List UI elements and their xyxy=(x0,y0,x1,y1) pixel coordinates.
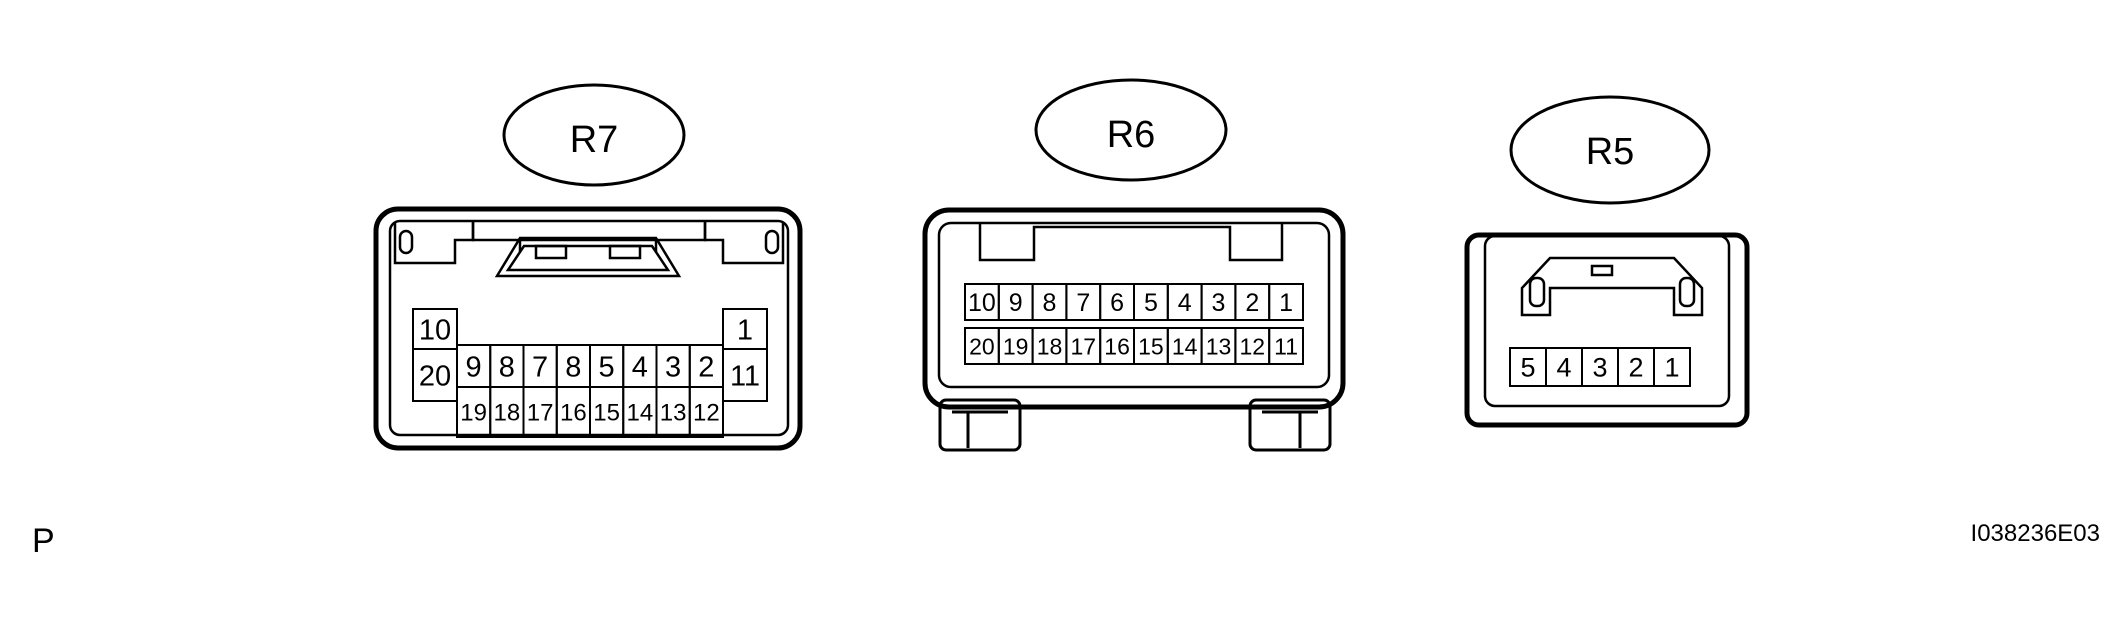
r7-label-ellipse xyxy=(502,83,686,187)
pin-number: 7 xyxy=(532,351,548,383)
r5-latch xyxy=(1520,256,1704,317)
r6-housing-outer xyxy=(922,207,1346,410)
pin-number: 20 xyxy=(969,333,995,359)
pin-number: 1 xyxy=(1664,353,1679,383)
pin-number: 8 xyxy=(1043,289,1057,317)
cavity-divider xyxy=(456,309,724,345)
pin-number: 1 xyxy=(1279,289,1293,317)
r6-housing-inner xyxy=(937,221,1331,389)
r6-top-keyway xyxy=(978,223,1284,262)
pin-cavity xyxy=(1268,283,1304,321)
pin-number: 13 xyxy=(660,400,687,427)
r7-latch xyxy=(393,222,785,278)
pin-number: 4 xyxy=(1178,289,1192,317)
pin-number: 18 xyxy=(494,400,521,427)
pin-number: 15 xyxy=(1138,333,1164,359)
pin-number: 15 xyxy=(593,400,620,427)
figure-code: I038236E03 xyxy=(1971,520,2100,547)
pin-number: 11 xyxy=(1274,333,1298,359)
pin-cavity xyxy=(1653,347,1691,387)
pin-number: 3 xyxy=(1212,289,1226,317)
r6-label-ellipse xyxy=(1034,78,1228,182)
pin-number: 10 xyxy=(968,289,996,317)
pin-number: 1 xyxy=(737,314,753,346)
pin-number: 17 xyxy=(527,400,554,427)
pin-number: 6 xyxy=(1110,289,1124,317)
pin-cavity xyxy=(722,348,768,402)
pin-number: 9 xyxy=(1009,289,1023,317)
pin-number: 17 xyxy=(1071,333,1097,359)
pin-number: 8 xyxy=(499,351,515,383)
pin-number: 19 xyxy=(460,400,487,427)
pin-number: 11 xyxy=(730,360,760,392)
r5-housing-inner xyxy=(1483,234,1731,408)
r5-label-ellipse xyxy=(1509,95,1711,205)
pin-number: 19 xyxy=(1003,333,1029,359)
r5-label: R5 xyxy=(1586,131,1635,173)
pin-number: 14 xyxy=(627,400,654,427)
pin-number: 2 xyxy=(1245,289,1259,317)
r5-housing-outer xyxy=(1464,232,1750,428)
r6-label: R6 xyxy=(1107,114,1156,156)
pin-number: 2 xyxy=(698,351,714,383)
pin-number: 7 xyxy=(1076,289,1090,317)
r7-housing-outer xyxy=(373,206,803,451)
pin-number: 13 xyxy=(1206,333,1232,359)
pin-number: 4 xyxy=(1556,353,1571,383)
pin-cavity xyxy=(688,386,724,438)
r6-mount-feet xyxy=(938,398,1332,452)
pin-number: 16 xyxy=(1104,333,1130,359)
pin-number: 20 xyxy=(419,360,451,392)
pin-number: 5 xyxy=(1520,353,1535,383)
pin-number: 5 xyxy=(1144,289,1158,317)
pin-number: 4 xyxy=(632,351,648,383)
pin-number: 12 xyxy=(693,400,720,427)
pin-number: 3 xyxy=(1592,353,1607,383)
pin-number: 8 xyxy=(565,351,581,383)
pin-number: 2 xyxy=(1628,353,1643,383)
pin-number: 12 xyxy=(1240,333,1266,359)
pin-number: 14 xyxy=(1172,333,1198,359)
pin-number: 18 xyxy=(1037,333,1063,359)
r7-label: R7 xyxy=(570,119,619,161)
pin-cavity xyxy=(1268,327,1304,365)
pin-number: 10 xyxy=(419,314,451,346)
pin-number: 9 xyxy=(466,351,482,383)
pin-number: 5 xyxy=(599,351,615,383)
pin-number: 16 xyxy=(560,400,587,427)
pin-number: 3 xyxy=(665,351,681,383)
corner-left-label: P xyxy=(32,522,55,560)
pin-cavity xyxy=(412,348,458,402)
